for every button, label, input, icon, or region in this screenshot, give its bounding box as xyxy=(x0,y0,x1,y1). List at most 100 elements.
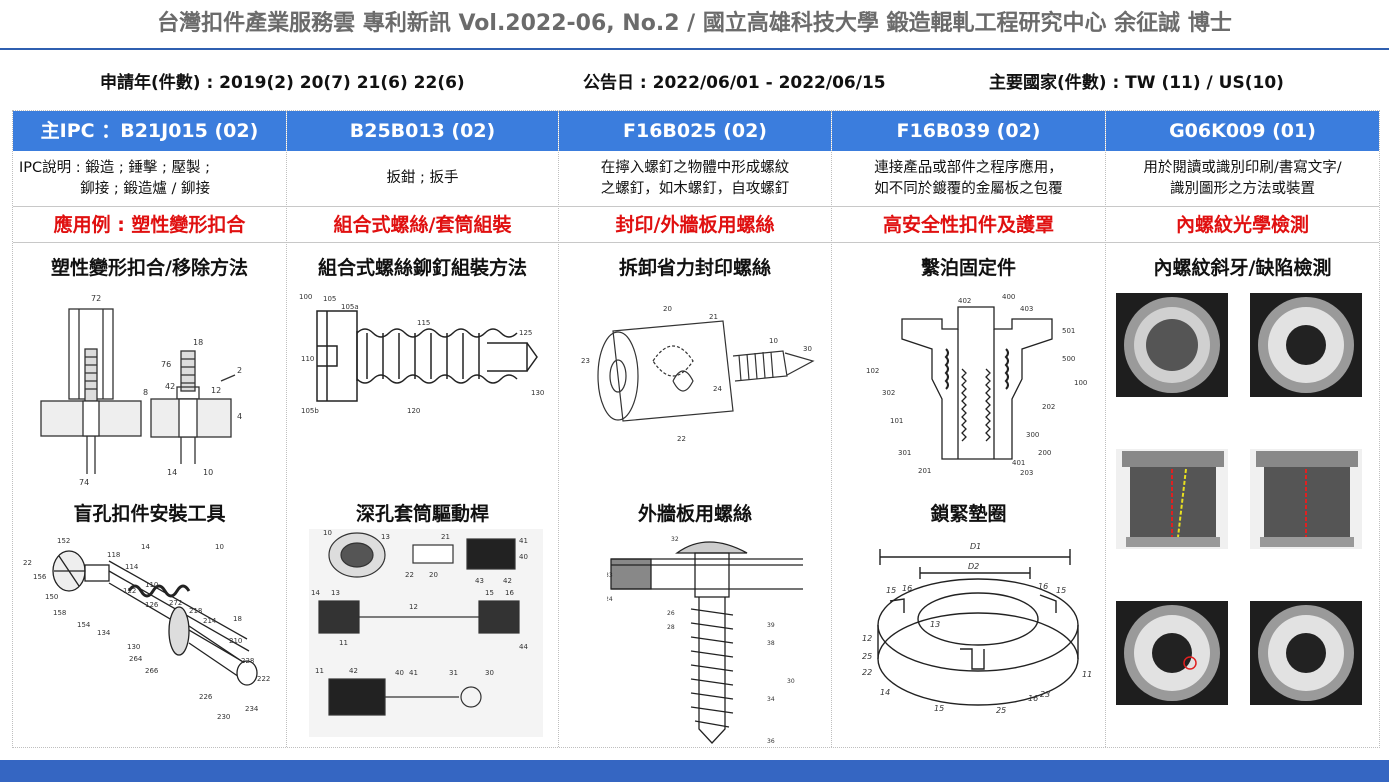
figure-label: 14 xyxy=(880,688,890,697)
figure-label: 26 xyxy=(667,610,675,617)
figure-label: 28 xyxy=(667,624,675,631)
figure-label: 105b xyxy=(301,407,319,415)
siding-screw-drawing: 32 33 24 26 28 39 38 30 34 36 xyxy=(607,529,807,747)
figure-label: 25 xyxy=(996,706,1006,715)
ipc-code: 主IPC ：B21J015 (02) xyxy=(13,111,286,151)
ipc-description: 連接產品或部件之程序應用， 如不同於鍍覆的金屬板之包覆 xyxy=(832,151,1105,207)
figure-label: 8 xyxy=(143,388,148,397)
figure-label: 43 xyxy=(475,577,484,585)
application-example: 封印/外牆板用螺絲 xyxy=(559,207,831,243)
figure-label: 10 xyxy=(323,529,332,537)
figure-label: 31 xyxy=(449,669,458,677)
figure-heading: 盲孔扣件安裝工具 xyxy=(13,499,286,526)
figure-label: 36 xyxy=(767,738,775,745)
figure-label: 203 xyxy=(1020,469,1033,477)
figure-label: 16 xyxy=(1028,694,1038,703)
figure-label: 500 xyxy=(1062,355,1075,363)
plastic-deformation-fastening-drawing: 72 18 76 2 42 12 8 4 74 14 10 xyxy=(31,289,271,489)
figure-label: 10 xyxy=(203,468,213,477)
figure-label: 39 xyxy=(767,622,775,629)
figure-label: 158 xyxy=(53,609,66,617)
figure-label: 14 xyxy=(167,468,177,477)
figure-label: 30 xyxy=(485,669,494,677)
figure-label: 44 xyxy=(519,643,528,651)
deep-socket-drive-bar-drawing: 10 13 22 20 21 43 42 41 40 14 13 11 12 1… xyxy=(309,529,543,737)
figure-label: 202 xyxy=(1042,403,1055,411)
ipc-description: 用於閱讀或識別印刷/書寫文字/ 識別圖形之方法或裝置 xyxy=(1106,151,1379,207)
ipc-code: F16B025 (02) xyxy=(559,111,831,151)
figure-label: 24 xyxy=(713,385,722,393)
figure-label: 72 xyxy=(91,294,101,303)
figure-heading: 拆卸省力封印螺絲 xyxy=(559,253,831,280)
figure-label: 20 xyxy=(429,571,438,579)
figure-label: 13 xyxy=(381,533,390,541)
figure-label: 32 xyxy=(671,536,679,543)
column-b21j015: 主IPC ：B21J015 (02) IPC說明 : 鍛造 ; 錘擊 ; 壓製 … xyxy=(13,111,287,747)
rivet-screw-assembly-drawing: 100 105 105a 110 115 125 120 105b 130 xyxy=(297,291,549,421)
figure-label: 15 xyxy=(934,704,944,713)
figure-label: 130 xyxy=(531,389,544,397)
figure-label: 301 xyxy=(898,449,911,457)
application-years: 申請年(件數) : 2019(2) 20(7) 21(6) 22(6) xyxy=(100,66,465,100)
figure-label: 134 xyxy=(97,629,111,637)
figure-label: 11 xyxy=(315,667,324,675)
figure-label: 41 xyxy=(519,537,528,545)
figure-label: 403 xyxy=(1020,305,1033,313)
figure-label: 42 xyxy=(165,382,175,391)
figure-label: 14 xyxy=(141,543,150,551)
figure-label: 264 xyxy=(129,655,143,663)
application-example: 高安全性扣件及護罩 xyxy=(832,207,1105,243)
figure-label: 226 xyxy=(199,693,213,701)
thread-inspection-photos-bottom xyxy=(1116,601,1368,705)
column-b25b013: B25B013 (02) 扳鉗 ; 扳手 組合式螺絲/套筒組裝 組合式螺絲鉚釘組… xyxy=(287,111,559,747)
figure-label: 34 xyxy=(767,696,775,703)
figure-label: 12 xyxy=(409,603,418,611)
application-example: 組合式螺絲/套筒組裝 xyxy=(287,207,558,243)
figure-label: 11 xyxy=(339,639,348,647)
figure-label: 42 xyxy=(349,667,358,675)
figure-label: 501 xyxy=(1062,327,1075,335)
figure-label: 272 xyxy=(169,599,182,607)
ipc-code: F16B039 (02) xyxy=(832,111,1105,151)
figure-label: 266 xyxy=(145,667,159,675)
figure-label: 21 xyxy=(709,313,718,321)
figure-label: 401 xyxy=(1012,459,1025,467)
figure-label: 302 xyxy=(882,389,895,397)
figure-label: 110 xyxy=(301,355,314,363)
column-f16b039: F16B039 (02) 連接產品或部件之程序應用， 如不同於鍍覆的金屬板之包覆… xyxy=(832,111,1106,747)
figure-label: 228 xyxy=(241,657,254,665)
figure-label: 42 xyxy=(503,577,512,585)
figure-label: 14 xyxy=(311,589,320,597)
figure-heading: 繫泊固定件 xyxy=(832,253,1105,280)
figure-heading: 鎖緊墊圈 xyxy=(832,499,1105,526)
figure-label: 23 xyxy=(1040,690,1050,699)
figure-label: 234 xyxy=(245,705,259,713)
figure-label: 120 xyxy=(407,407,420,415)
figure-heading: 深孔套筒驅動桿 xyxy=(287,499,558,526)
figure-label: 18 xyxy=(193,338,203,347)
figure-label: 76 xyxy=(161,360,171,369)
page-title: 台灣扣件產業服務雲 專利新訊 Vol.2022-06, No.2 / 國立高雄科… xyxy=(0,0,1389,50)
figure-label: 105 xyxy=(323,295,336,303)
figure-label: 214 xyxy=(203,617,217,625)
figure-label: 22 xyxy=(677,435,686,443)
figure-label: 10 xyxy=(769,337,778,345)
ipc-description: IPC說明 : 鍛造 ; 錘擊 ; 壓製 ; 鉚接 ; 鍛造爐 / 鉚接 xyxy=(13,151,286,207)
figure-label: 25 xyxy=(862,652,872,661)
figure-label: 4 xyxy=(237,412,242,421)
seal-screw-drawing: 20 21 10 23 30 24 22 xyxy=(573,291,823,451)
figure-label: 12 xyxy=(211,386,221,395)
ipc-description: 扳鉗 ; 扳手 xyxy=(287,151,558,207)
figure-label: 12 xyxy=(862,634,872,643)
figure-label: 15 xyxy=(1056,586,1066,595)
figure-label: 200 xyxy=(1038,449,1051,457)
figure-label: 38 xyxy=(767,640,775,647)
figure-label: 100 xyxy=(299,293,312,301)
footer-bar xyxy=(0,760,1389,782)
main-countries: 主要國家(件數) : TW (11) / US(10) xyxy=(989,66,1284,100)
figure-label: 18 xyxy=(233,615,242,623)
figure-label: 13 xyxy=(930,620,940,629)
thread-inspection-photos-middle xyxy=(1116,449,1368,549)
application-example: 應用例 : 塑性變形扣合 xyxy=(13,207,286,243)
figure-label: 30 xyxy=(803,345,812,353)
